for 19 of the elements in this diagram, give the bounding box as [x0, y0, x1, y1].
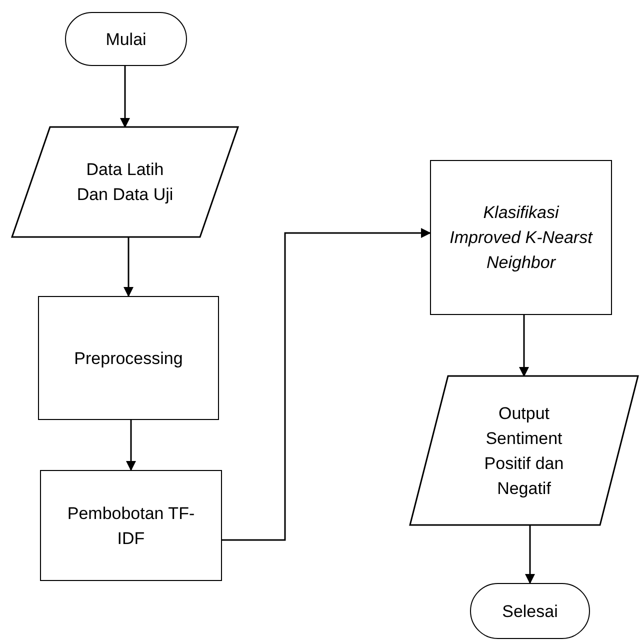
process-box — [40, 470, 222, 581]
arrow — [124, 237, 134, 297]
node-label: Pembobotan TF-IDF — [66, 502, 196, 550]
process-box — [430, 160, 612, 315]
arrow — [120, 66, 130, 128]
arrow — [126, 420, 136, 471]
node-label: Klasifikasi Improved K-Nearst Neighbor — [448, 202, 594, 274]
node-label: Preprocessing — [73, 348, 184, 370]
node-label: Output Sentiment Positif dan Negatif — [483, 402, 565, 500]
node-label: Mulai — [104, 28, 148, 50]
process-box — [38, 296, 219, 420]
input-parallelogram — [12, 127, 238, 237]
output-parallelogram — [410, 376, 638, 525]
node-label: Selesai — [501, 600, 559, 622]
arrow — [519, 315, 529, 377]
arrow — [222, 228, 431, 541]
arrow — [525, 525, 535, 584]
start-terminator — [65, 12, 187, 66]
node-label: Data Latih Dan Data Uji — [76, 159, 174, 206]
